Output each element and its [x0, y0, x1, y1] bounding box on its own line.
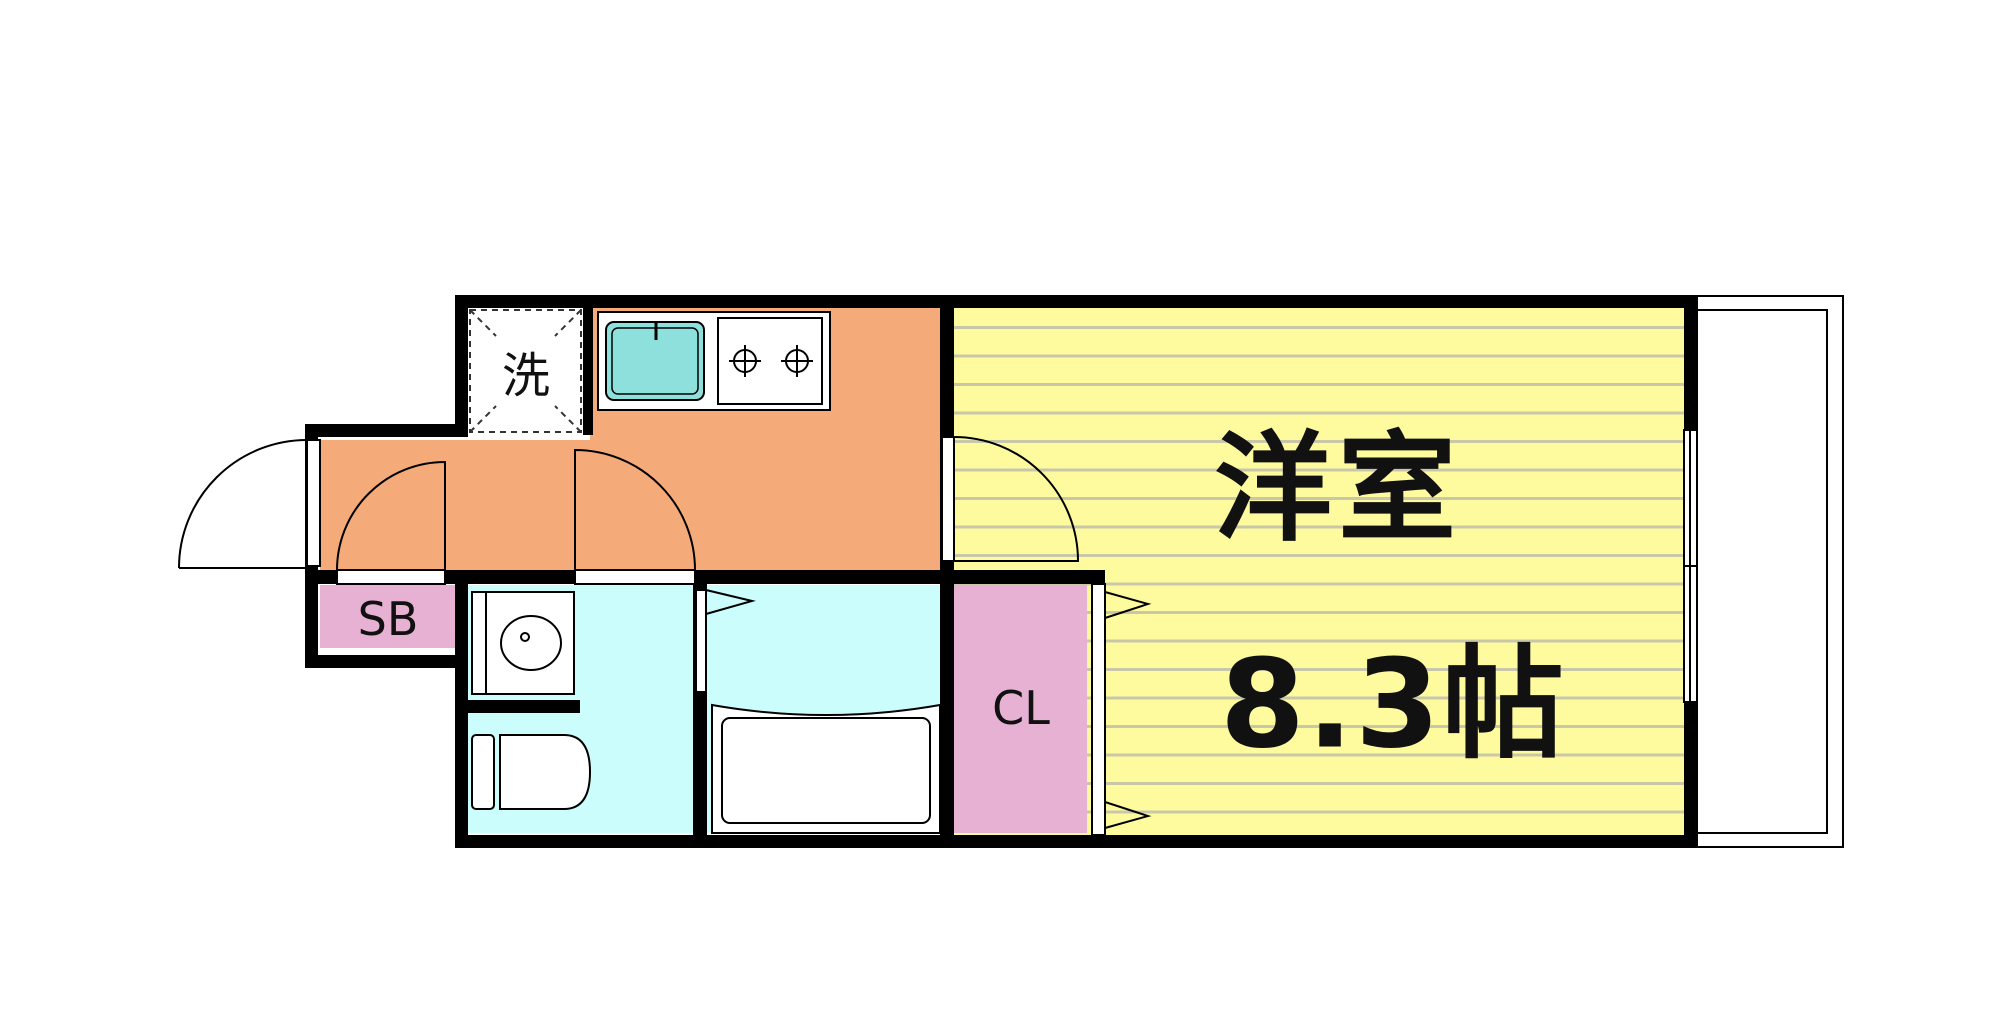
stove-burner-left: [729, 345, 761, 377]
room-window: [1683, 429, 1698, 703]
entrance-door: [178, 439, 321, 569]
toilet: [471, 734, 592, 810]
closet-floor: [952, 585, 1087, 833]
shoebox-door: [336, 460, 446, 585]
entry-floor: [320, 440, 592, 570]
bathtub: [711, 703, 941, 834]
bathroom-door: [695, 589, 756, 693]
balcony: [1696, 295, 1844, 848]
washer-frame: [469, 309, 582, 433]
western-room-door: [941, 436, 1080, 562]
washbasin: [471, 591, 575, 695]
closet-doors: [1091, 583, 1152, 836]
stove-burner-right: [781, 345, 813, 377]
shoe-box: [320, 585, 455, 648]
washroom-door: [574, 448, 696, 585]
